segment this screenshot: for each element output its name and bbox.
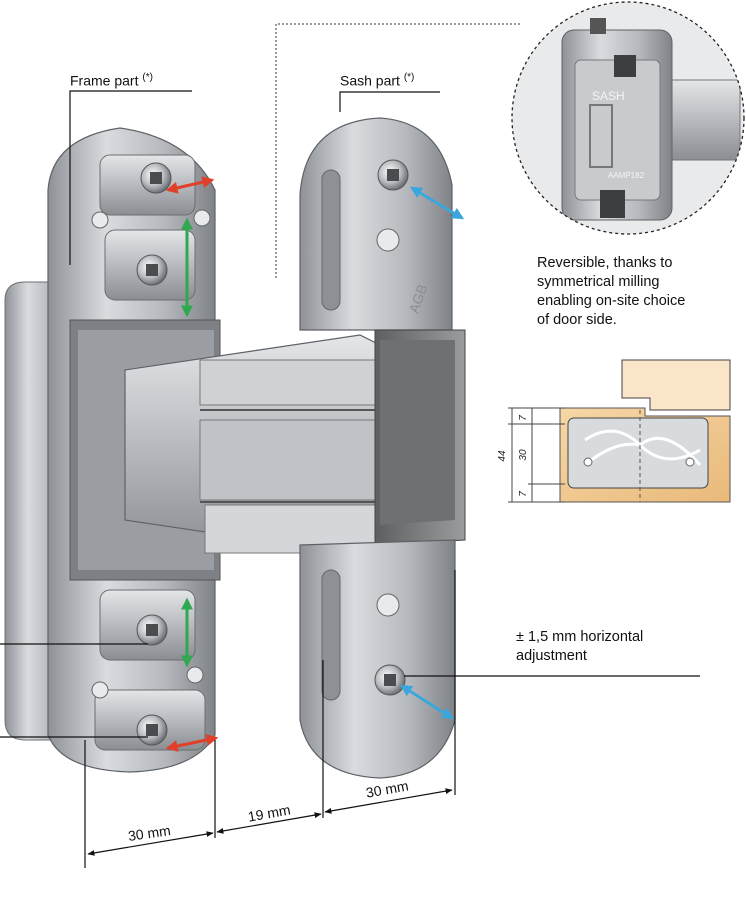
frame-depth-arrow-bottom	[165, 734, 219, 752]
reversible-line-3: enabling on-site choice	[537, 293, 686, 309]
zoom-leader-line	[275, 23, 520, 278]
frame-width-dimension: 30 mm	[127, 822, 172, 844]
frame-depth-arrow-top	[165, 176, 215, 194]
horizontal-adjust-arrow	[399, 684, 455, 720]
zoom-plate-sash-text: SASH	[592, 89, 625, 103]
horizontal-adjustment-line-1: ± 1,5 mm horizontal	[516, 629, 644, 645]
frame-part-label: Frame part (*)	[70, 68, 153, 91]
section-top-dim: 7	[518, 415, 529, 421]
horizontal-adjustment-line-2: adjustment	[516, 648, 587, 664]
sash-width-dimension: 30 mm	[365, 777, 410, 800]
sash-part-text: Sash part	[340, 72, 400, 89]
zoom-detail: SASH AAMP182	[511, 1, 745, 235]
sash-part-label: Sash part (*)	[340, 68, 414, 91]
reversible-line-2: symmetrical milling	[537, 274, 660, 290]
section-drawing: 44 7 30 7	[497, 359, 731, 503]
sash-adjust-arrow-top	[409, 186, 465, 220]
reversible-line-1: Reversible, thanks to	[537, 255, 673, 271]
horizontal-adjustment-note: ± 1,5 mm horizontal adjustment	[516, 628, 643, 666]
sash-part-asterisk: (*)	[403, 72, 415, 83]
section-total-dim: 44	[497, 450, 508, 462]
reversible-line-4: of door side.	[537, 312, 617, 328]
dimension-lines	[84, 570, 456, 868]
gap-dimension: 19 mm	[247, 801, 292, 824]
leader-lines	[0, 90, 700, 738]
frame-part-text: Frame part	[70, 72, 139, 89]
adjustment-arrows	[165, 176, 465, 752]
reversible-note: Reversible, thanks to symmetrical millin…	[537, 254, 685, 330]
frame-part-asterisk: (*)	[142, 72, 153, 83]
section-middle-dim: 30	[518, 449, 529, 461]
hinge-knuckle	[124, 334, 381, 556]
zoom-plate-code-text: AAMP182	[608, 171, 645, 180]
section-bottom-dim: 7	[518, 491, 529, 497]
